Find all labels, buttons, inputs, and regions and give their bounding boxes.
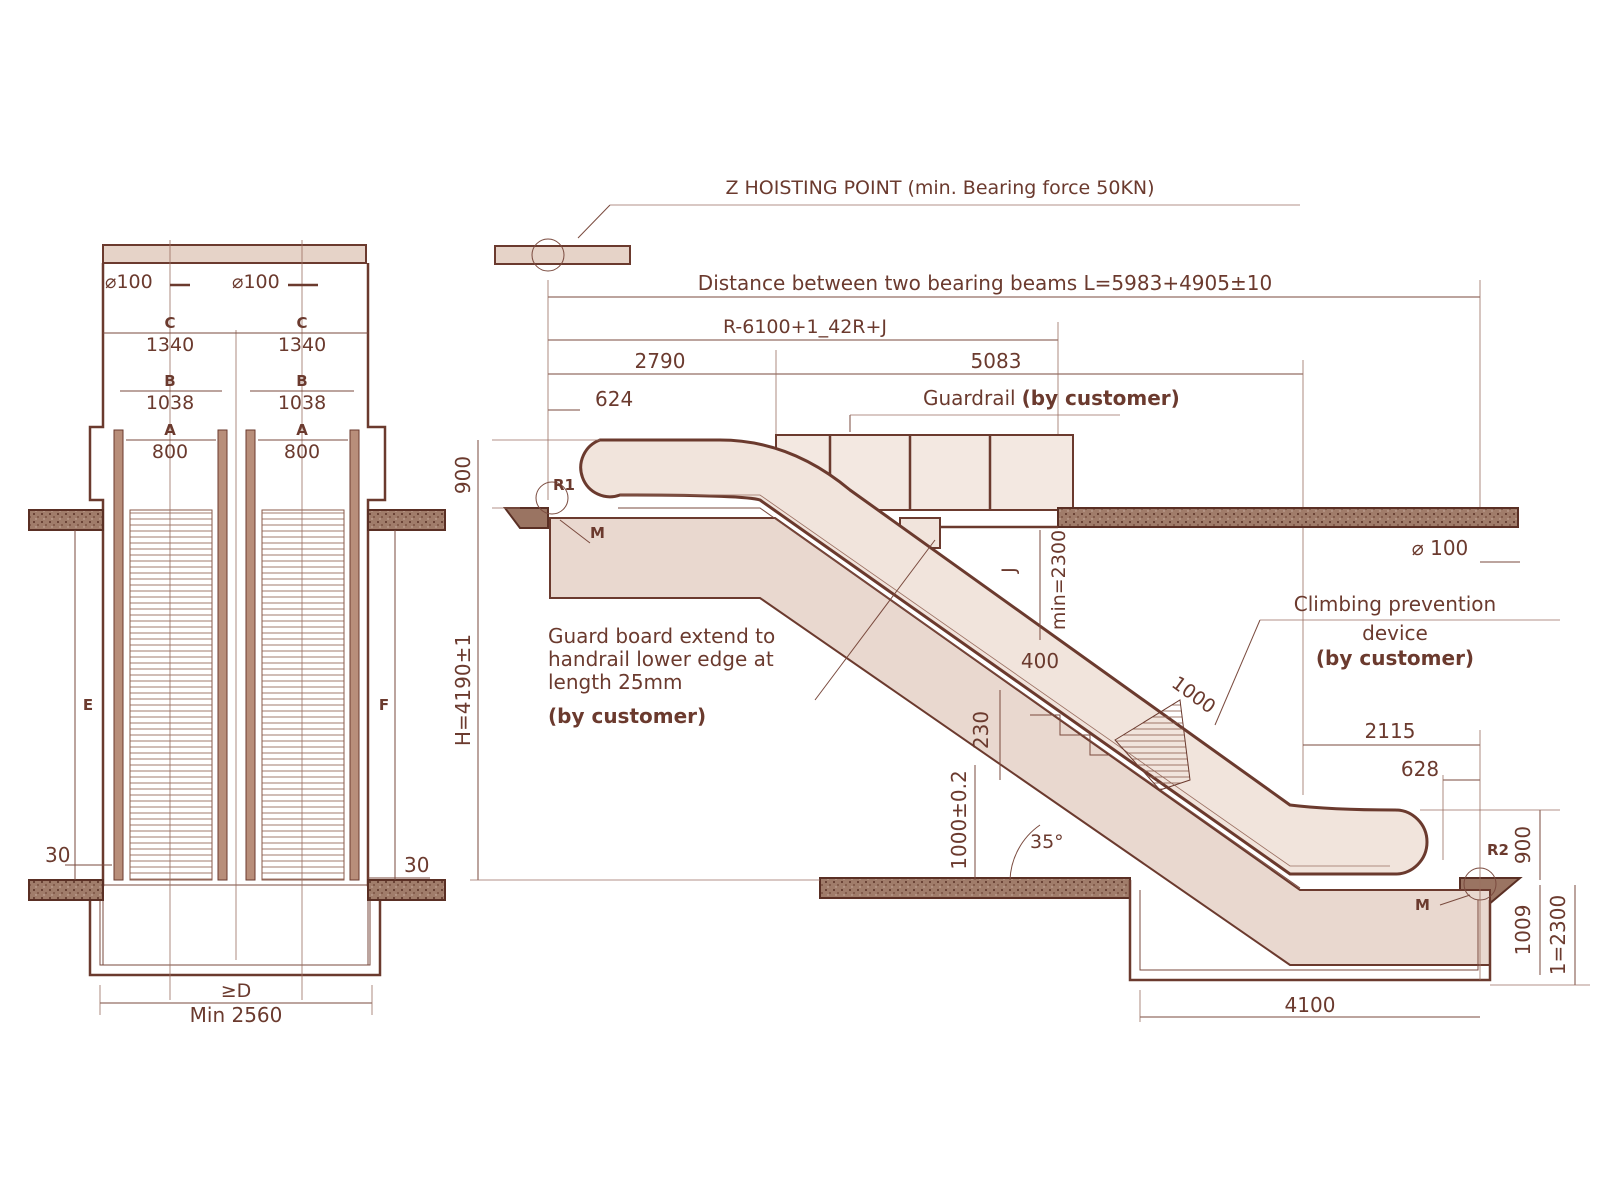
plan-pipe-left: ⌀100 [105,271,153,293]
climbing-prevention-line2: device [1362,621,1428,645]
plan-a-value-right: 800 [284,441,320,463]
plan-width-symbol: ≥D [221,980,252,1002]
climbing-prevention-device [1114,699,1191,791]
dim-1009: 1009 [1511,905,1535,956]
height-label: H=4190±1 [451,634,475,746]
guard-board-line2: handrail lower edge at [548,647,774,671]
plan-width-min: Min 2560 [190,1003,283,1027]
plan-b-value-left: 1038 [146,392,194,414]
climbing-prevention-line1: Climbing prevention [1294,592,1496,616]
plan-c-value-right: 1340 [278,334,326,356]
dim-5083: 5083 [971,349,1022,373]
plan-a-value-left: 800 [152,441,188,463]
plan-slab-lower-right [367,879,446,901]
beam-distance-label: Distance between two bearing beams L=598… [698,271,1272,295]
plan-gap-left: 30 [45,843,70,867]
r2-label: R2 [1487,841,1509,859]
plan-slab-upper-left [28,509,104,531]
plan-steps-left [129,509,213,881]
plan-gap-right: 30 [404,853,429,877]
guard-board-line3: length 25mm [548,670,683,694]
min-2300-label: min=2300 [1048,530,1070,630]
r-formula-label: R-6100+1_42R+J [723,316,887,338]
plan-handrail-1 [113,429,124,881]
plan-view: ⌀100 ⌀100 C 1340 C 1340 B 1038 B 1038 A … [28,240,446,1027]
pipe-label: ⌀ 100 [1412,536,1469,560]
dim-2790: 2790 [635,349,686,373]
upper-floor-edge-left [503,507,549,529]
plan-pipe-right: ⌀100 [232,271,280,293]
guard-board-note: (by customer) [548,704,706,728]
lower-pit [1128,880,1492,982]
side-view: Z HOISTING POINT (min. Bearing force 50K… [451,177,1590,1022]
dim-624: 624 [595,387,633,411]
plan-handrail-2 [217,429,228,881]
hoisting-beam [494,245,631,265]
plan-e-label: E [83,696,93,714]
m-bottom-label: M [1415,896,1430,914]
dim-230: 230 [969,711,993,749]
step-profile [1030,714,1110,756]
climbing-prevention-note: (by customer) [1316,646,1474,670]
dim-2115: 2115 [1365,719,1416,743]
dim-1000-tolerance: 1000±0.2 [947,770,971,869]
plan-pit [102,884,369,966]
plan-c-value-left: 1340 [146,334,194,356]
dim-400: 400 [1021,649,1059,673]
dim-900-top: 900 [451,456,475,494]
plan-slab-lower-left [28,879,104,901]
plan-handrail-4 [349,429,360,881]
plan-b-value-right: 1038 [278,392,326,414]
plan-a-letter-right: A [296,421,308,439]
plan-c-letter-left: C [164,314,175,332]
j-label: J [998,567,1020,574]
plan-slab-upper-right [367,509,446,531]
plan-a-letter-left: A [164,421,176,439]
plan-outline [88,263,387,977]
pit-length-label: 4100 [1285,993,1336,1017]
plan-steps-right [261,509,345,881]
lower-floor-slab [819,877,1131,899]
angle-label: 35° [1030,831,1064,853]
plan-b-letter-left: B [164,372,175,390]
plan-b-letter-right: B [296,372,307,390]
dim-628: 628 [1401,757,1439,781]
hoisting-point-title: Z HOISTING POINT (min. Bearing force 50K… [725,177,1154,199]
plan-handrail-3 [245,429,256,881]
pit-depth-label: 1=2300 [1546,895,1570,975]
m-top-label: M [590,524,605,542]
dim-900-bottom: 900 [1511,826,1535,864]
balustrade-handrail [579,438,1429,876]
plan-top-beam [102,244,367,264]
guard-board-line1: Guard board extend to [548,624,775,648]
r1-label: R1 [553,476,575,494]
plan-c-letter-right: C [296,314,307,332]
plan-f-label: F [379,696,389,714]
upper-floor-slab [1057,507,1519,528]
hoisting-point-marker [531,238,565,272]
guardrail-label: Guardrail(by customer) [923,386,1180,410]
